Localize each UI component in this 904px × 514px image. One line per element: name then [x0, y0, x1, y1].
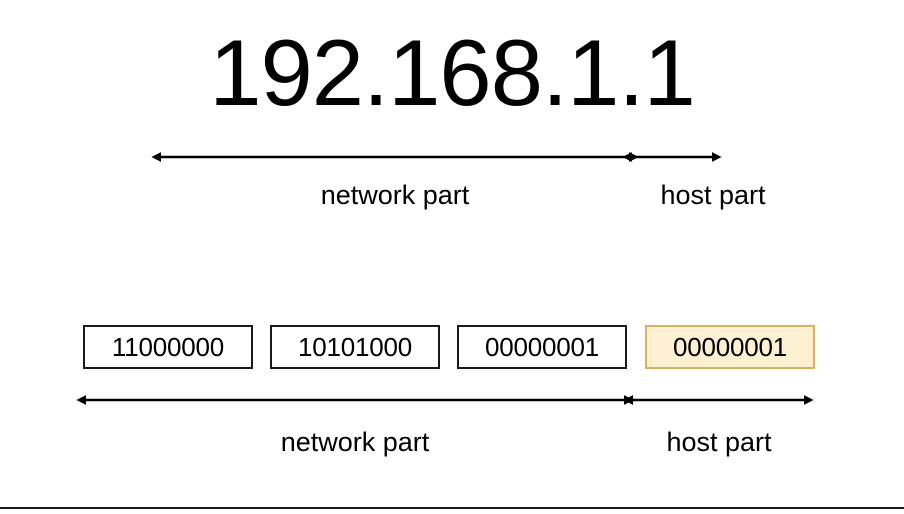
octet-box-1: 11000000	[83, 325, 253, 369]
top-host-part-label: host part	[660, 180, 766, 210]
bottom-host-part-label: host part	[666, 427, 772, 457]
octet-box-3: 00000001	[457, 325, 627, 369]
ip-address-text: 192.168.1.1	[209, 20, 696, 125]
octet-box-4-highlighted: 00000001	[645, 325, 815, 369]
bottom-divider	[0, 507, 904, 509]
binary-octet-row: 11000000 10101000 00000001 00000001	[83, 325, 815, 369]
octet-box-2: 10101000	[270, 325, 440, 369]
bottom-network-part-label: network part	[280, 427, 430, 457]
top-network-part-label: network part	[320, 180, 470, 210]
